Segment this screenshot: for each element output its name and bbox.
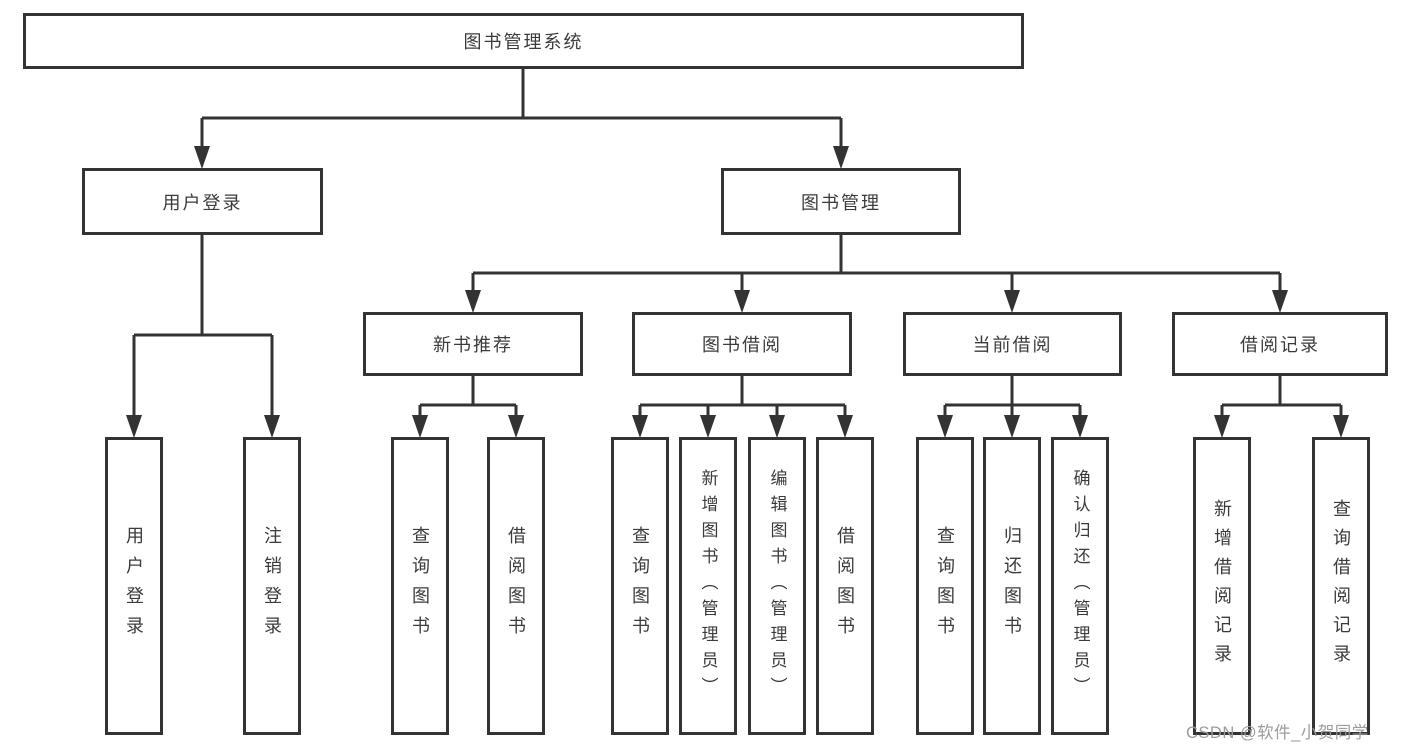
leaf-records-add-borrow-record-label: 新增借阅记录 xyxy=(1212,499,1232,673)
leaf-borrowing-add-books-admin-label: 新增图书（管理员） xyxy=(698,469,718,703)
leaf-current-confirm-return-admin-label: 确认归还（管理员） xyxy=(1070,469,1090,703)
leaf-borrowing-edit-books-admin: 编辑图书（管理员） xyxy=(748,437,806,735)
leaf-current-return-books-label: 归还图书 xyxy=(1002,526,1022,646)
node-root-label: 图书管理系统 xyxy=(463,32,584,52)
leaf-borrowing-borrow-books: 借阅图书 xyxy=(816,437,874,735)
connector-borrowing-to-leaves xyxy=(632,376,853,438)
node-book-management-label: 图书管理 xyxy=(801,192,881,213)
leaf-logout-login: 注销登录 xyxy=(243,437,301,735)
leaf-recommend-borrow-books: 借阅图书 xyxy=(487,437,545,735)
connector-management-to-sections xyxy=(465,235,1288,313)
connector-recommend-to-leaves xyxy=(412,376,524,438)
csdn-watermark: CSDN @软件_小贺同学 xyxy=(1186,724,1369,742)
node-new-book-recommend-label: 新书推荐 xyxy=(433,335,513,355)
leaf-recommend-query-books: 查询图书 xyxy=(391,437,449,735)
leaf-records-query-borrow-record: 查询借阅记录 xyxy=(1312,437,1370,735)
leaf-borrowing-query-books: 查询图书 xyxy=(611,437,669,735)
connector-current-to-leaves xyxy=(937,376,1088,438)
leaf-current-query-books-label: 查询图书 xyxy=(935,526,955,646)
leaf-user-login-label: 用户登录 xyxy=(124,526,144,646)
leaf-borrowing-query-books-label: 查询图书 xyxy=(630,526,650,646)
connector-records-to-leaves xyxy=(1214,376,1349,438)
node-book-borrowing-label: 图书借阅 xyxy=(702,335,782,355)
leaf-recommend-borrow-books-label: 借阅图书 xyxy=(506,526,526,646)
node-book-management: 图书管理 xyxy=(721,168,961,235)
node-user-login: 用户登录 xyxy=(82,168,323,235)
leaf-records-add-borrow-record: 新增借阅记录 xyxy=(1193,437,1251,735)
leaf-current-query-books: 查询图书 xyxy=(916,437,974,735)
leaf-current-return-books: 归还图书 xyxy=(983,437,1041,735)
node-root-system: 图书管理系统 xyxy=(23,13,1024,69)
node-book-borrowing: 图书借阅 xyxy=(632,312,852,376)
connector-login-to-leaves xyxy=(126,235,280,438)
node-user-login-label: 用户登录 xyxy=(162,192,243,213)
leaf-borrowing-add-books-admin: 新增图书（管理员） xyxy=(679,437,737,735)
leaf-records-query-borrow-record-label: 查询借阅记录 xyxy=(1331,499,1351,673)
node-borrowing-records: 借阅记录 xyxy=(1172,312,1388,376)
leaf-borrowing-edit-books-admin-label: 编辑图书（管理员） xyxy=(767,469,787,703)
leaf-user-login: 用户登录 xyxy=(105,437,163,735)
leaf-borrowing-borrow-books-label: 借阅图书 xyxy=(835,526,855,646)
connector-root-to-branches xyxy=(194,69,849,169)
leaf-recommend-query-books-label: 查询图书 xyxy=(410,526,430,646)
leaf-current-confirm-return-admin: 确认归还（管理员） xyxy=(1051,437,1109,735)
node-current-borrowing-label: 当前借阅 xyxy=(972,335,1053,355)
node-current-borrowing: 当前借阅 xyxy=(903,312,1122,376)
leaf-logout-login-label: 注销登录 xyxy=(262,526,282,646)
node-borrowing-records-label: 借阅记录 xyxy=(1240,335,1320,355)
node-new-book-recommend: 新书推荐 xyxy=(363,312,583,376)
